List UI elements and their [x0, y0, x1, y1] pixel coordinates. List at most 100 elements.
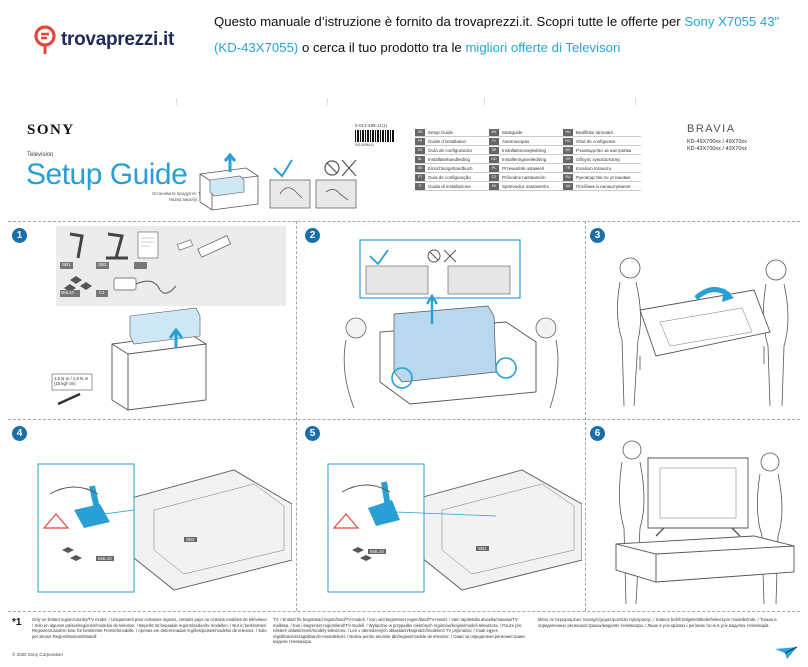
- step-5-label-m4l10: M4L10: [368, 549, 386, 554]
- language-name: Setup Guide: [428, 129, 454, 135]
- language-name: Οδηγός εγκατάστασης: [576, 156, 621, 162]
- footnote-col-2: TV. / Endast för begränsad region/land/T…: [273, 617, 525, 644]
- step-6-badge: 6: [590, 426, 605, 441]
- step-1-badge: 1: [12, 228, 27, 243]
- banner-text-line2: (KD-43X7055) o cerca il tuo prodotto tra…: [214, 40, 784, 55]
- crop-mark: ⋮: [173, 99, 180, 106]
- part-label-sb1: SB1: [62, 262, 71, 267]
- step-1-unpack-illustration: [51, 226, 286, 411]
- language-code: SE: [489, 146, 499, 154]
- banner-mid-text: o cerca il tuo prodotto tra le: [298, 40, 466, 55]
- torque-spec: 1.5 N·m / 1.5 N·m {15 kgf·cm}: [54, 376, 88, 386]
- step-3-carry-tv-illustration: [617, 257, 789, 407]
- step-5-badge: 5: [305, 426, 320, 441]
- language-code: RU: [563, 173, 573, 181]
- trovaprezzi-logo[interactable]: trovaprezzi.it: [34, 20, 194, 60]
- language-code: HU: [563, 128, 573, 136]
- logo-wordmark: trovaprezzi.it: [61, 29, 175, 50]
- warning-icon: [42, 513, 70, 529]
- language-code: CZ: [489, 173, 499, 181]
- language-code: ES: [415, 146, 425, 154]
- trovaprezzi-banner: trovaprezzi.it Questo manuale d’istruzio…: [0, 0, 808, 95]
- footnote-col-3: Μόνο σε περιορισμένες περιοχές/χώρες/μον…: [538, 617, 777, 628]
- language-name: Guide d’installation: [428, 138, 467, 144]
- torque-line-1: 1.5 N·m / 1.5 N·m: [54, 376, 89, 381]
- language-name: Beállítási útmutató: [576, 129, 614, 135]
- banner-intro-text: Questo manuale d’istruzione è fornito da…: [214, 14, 685, 29]
- part-label-m4l10: M4L10: [61, 290, 74, 295]
- step-4-attach-stand-illustration: [37, 463, 292, 593]
- part-label-c1: C1: [99, 290, 105, 295]
- language-name: Installatiehandleiding: [428, 156, 471, 162]
- language-name: Installeringsveiledning: [502, 156, 547, 162]
- divider: [8, 611, 800, 612]
- power-cord-shape: [113, 277, 137, 291]
- stand-sb2-shape: [106, 232, 128, 260]
- manual-shape: [137, 231, 159, 259]
- language-code: FR: [415, 137, 425, 145]
- barcode-number: 5013498111: [355, 143, 374, 147]
- language-name: Sprievodca nastavením: [502, 183, 550, 189]
- model-link[interactable]: (KD-43X7055): [214, 40, 299, 55]
- language-code: BG: [563, 146, 573, 154]
- language-code: GR: [563, 155, 573, 163]
- step-2-remove-tv-illustration: [343, 239, 559, 409]
- remote-shape: [197, 235, 232, 258]
- step-4-badge: 4: [12, 426, 27, 441]
- language-code: RO: [563, 137, 573, 145]
- product-link[interactable]: Sony X7055 43": [684, 14, 780, 29]
- step-6-place-tv-illustration: [615, 440, 795, 605]
- divider: [8, 221, 800, 222]
- subtitle-ua: Назва виробу: Телевізор: [168, 197, 220, 202]
- bravia-logo: BRAVIA: [687, 123, 736, 135]
- product-category: Television: [27, 152, 54, 158]
- model-numbers: KD-49X700xx / 49X70xx KD-43X700xx / 43X7…: [687, 139, 747, 153]
- trovaprezzi-bird-icon: [775, 646, 798, 659]
- language-code: DK: [489, 128, 499, 136]
- language-name: Guía de configuración: [428, 147, 473, 153]
- language-name: Guida di installazione: [428, 183, 471, 189]
- sony-logo: SONY: [27, 122, 75, 138]
- language-code: IT: [415, 182, 425, 190]
- torque-box: [51, 373, 93, 391]
- language-name: Průvodce nastavením: [502, 174, 546, 180]
- step-3-badge: 3: [590, 228, 605, 243]
- crop-mark: ⋮: [324, 99, 331, 106]
- models-line-2: KD-43X700xx / 43X70xx: [687, 146, 747, 152]
- screwdriver-shape: [57, 392, 81, 406]
- language-name: Asennusopas: [502, 138, 530, 144]
- language-name: Installationsvejledning: [502, 147, 547, 153]
- language-code: TR: [563, 164, 573, 172]
- language-code: FI: [489, 137, 499, 145]
- crop-mark: ⋮: [632, 99, 639, 106]
- torque-line-2: {15 kgf·cm}: [54, 381, 76, 386]
- divider: [585, 221, 586, 611]
- step-2-badge: 2: [305, 228, 320, 243]
- document-number: 5-013-498-11(1): [355, 123, 388, 128]
- step-4-label-sb2: SB2: [184, 537, 197, 542]
- divider: [8, 419, 800, 420]
- warning-icon: [332, 513, 360, 529]
- models-line-1: KD-49X700xx / 49X70xx: [687, 139, 747, 145]
- best-offers-link[interactable]: migliori offerte di Televisori: [465, 40, 621, 55]
- part-label-sb2: SB2: [98, 262, 107, 267]
- language-name: Przewodnik ustawień: [502, 165, 545, 171]
